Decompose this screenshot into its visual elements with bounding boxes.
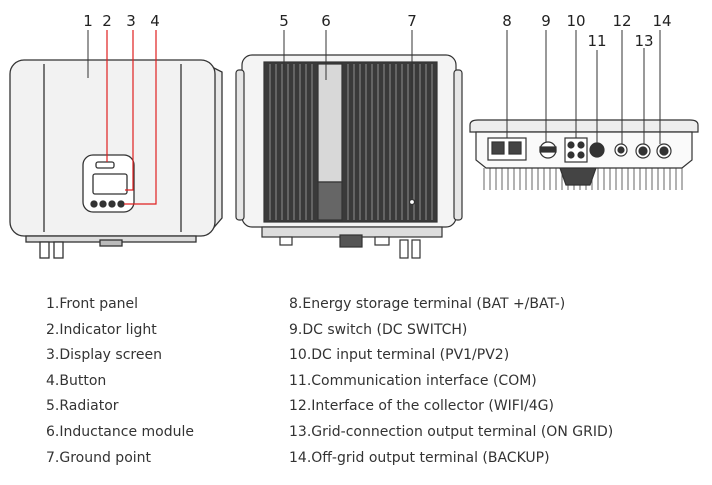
legend-item-grid-connection-output: 13.Grid-connection output terminal (ON G… (289, 423, 614, 440)
legend-item-button: 4.Button (46, 372, 107, 389)
callout-1: 1 (83, 12, 93, 30)
legend-item-ground-point: 7.Ground point (46, 449, 152, 466)
legend-item-indicator-light: 2.Indicator light (46, 321, 157, 338)
callout-2: 2 (102, 12, 112, 30)
callout-7: 7 (407, 12, 417, 30)
callout-6: 6 (321, 12, 331, 30)
callout-14: 14 (652, 12, 671, 30)
callout-4: 4 (150, 12, 160, 30)
button-3 (108, 200, 116, 208)
callout-lines-back (283, 30, 413, 198)
legend-item-front-panel: 1.Front panel (46, 296, 139, 312)
legend-item-communication-interface: 11.Communication interface (COM) (289, 372, 537, 389)
callout-lines-bottom (506, 30, 661, 144)
callout-12: 12 (612, 12, 631, 30)
inverter-diagram: 1 2 3 4 5 6 7 8 9 10 11 12 13 14 (9, 12, 699, 259)
callout-9: 9 (541, 12, 551, 30)
indicator-light (95, 161, 115, 169)
display-screen (92, 173, 128, 195)
callout-11: 11 (587, 32, 606, 50)
callout-13: 13 (634, 32, 653, 50)
callout-numbers: 1 2 3 4 5 6 7 8 9 10 11 12 13 14 (83, 12, 671, 50)
legend-left: 1.Front panel 2.Indicator light 3.Displa… (46, 292, 194, 471)
callout-3: 3 (126, 12, 136, 30)
legend-item-radiator: 5.Radiator (46, 398, 119, 415)
legend-item-dc-input-terminal: 10.DC input terminal (PV1/PV2) (289, 347, 510, 364)
legend-item-display-screen: 3.Display screen (46, 347, 162, 364)
legend-item-inductance-module: 6.Inductance module (46, 423, 194, 440)
legend-item-collector-interface: 12.Interface of the collector (WIFI/4G) (289, 398, 554, 415)
back-view (235, 54, 463, 259)
callout-lines-front (106, 30, 157, 205)
button-2 (99, 200, 107, 208)
callout-8: 8 (502, 12, 512, 30)
ground-point (408, 198, 416, 206)
inductance-module (317, 63, 343, 183)
legend-right: 8.Energy storage terminal (BAT +/BAT-) 9… (289, 292, 613, 471)
front-view (9, 59, 223, 259)
callout-5: 5 (279, 12, 289, 30)
radiator (263, 61, 438, 223)
bottom-view (469, 119, 699, 190)
button-4 (117, 200, 125, 208)
legend-item-dc-switch: 9.DC switch (DC SWITCH) (289, 321, 468, 338)
callout-10: 10 (566, 12, 585, 30)
button-1 (90, 200, 98, 208)
legend-item-energy-storage-terminal: 8.Energy storage terminal (BAT +/BAT-) (289, 296, 566, 312)
legend-item-off-grid-output: 14.Off-grid output terminal (BACKUP) (289, 449, 550, 466)
